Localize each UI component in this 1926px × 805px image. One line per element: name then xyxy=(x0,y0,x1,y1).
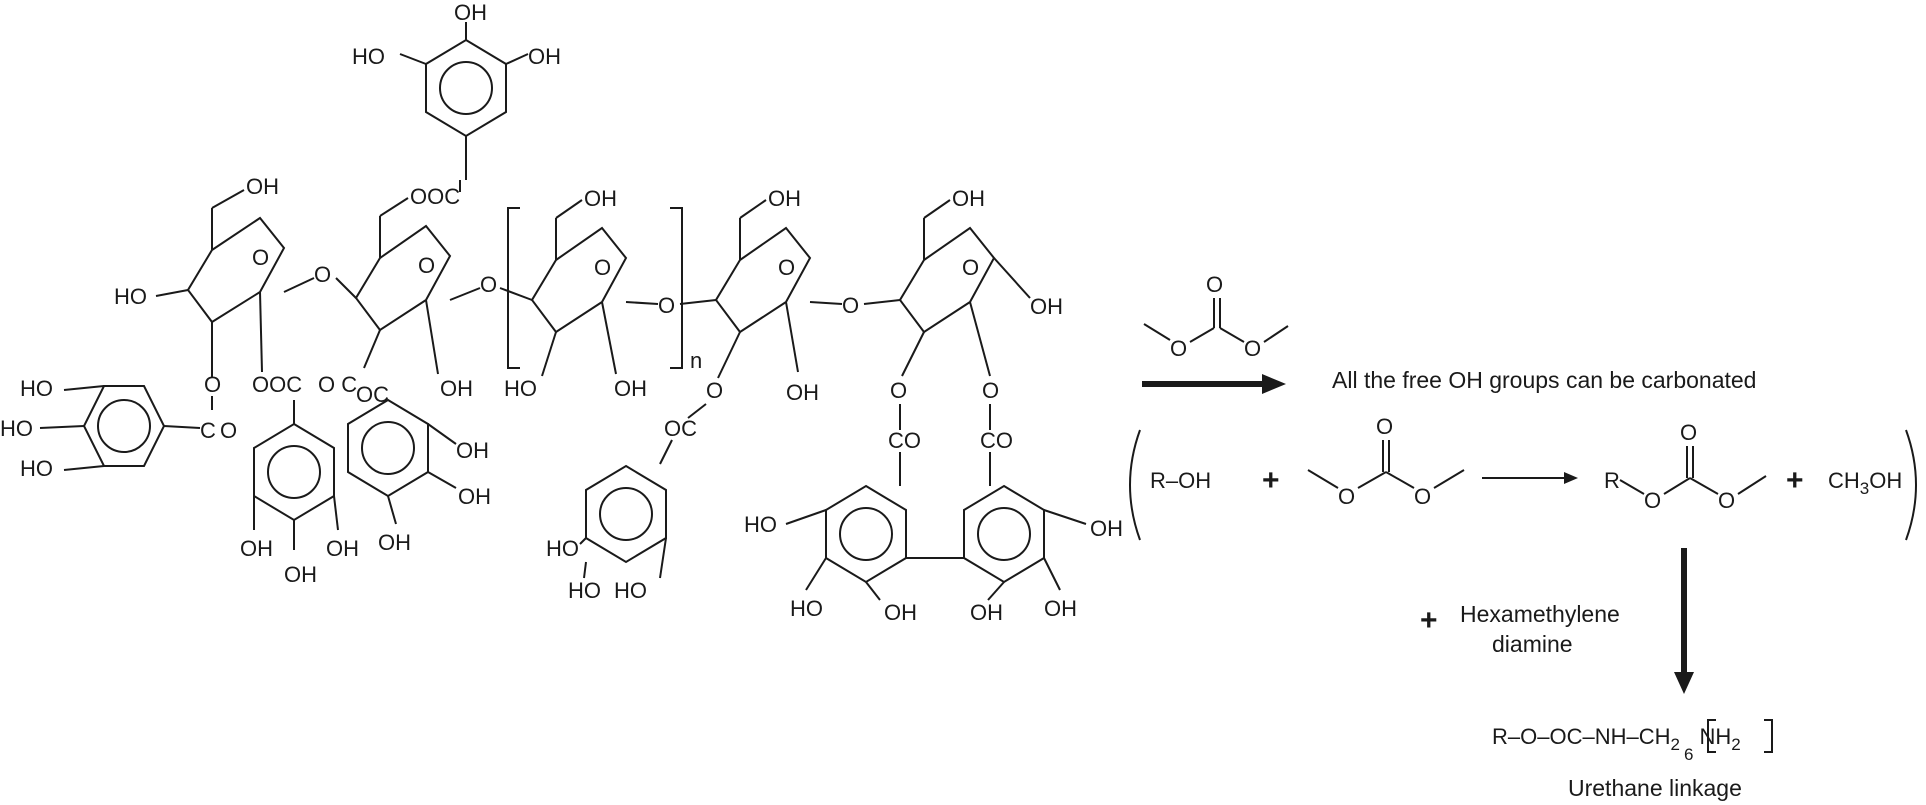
galloyl-group-ring4: O OC HO HO HO xyxy=(546,331,741,603)
ring-oxygen-5: O xyxy=(962,255,979,280)
svg-text:HO: HO xyxy=(546,536,579,561)
svg-text:OH: OH xyxy=(240,536,273,561)
ch2oh-label-4: OH xyxy=(768,186,801,211)
glucose-ring-2 xyxy=(354,224,452,332)
svg-text:O C: O C xyxy=(318,372,357,397)
diamine-plus: + xyxy=(1420,604,1438,637)
repeat-bracket-right xyxy=(670,207,683,369)
svg-text:R: R xyxy=(1604,468,1620,493)
galloyl-group-lower-center-right: O C OC OH OH OH xyxy=(318,329,491,555)
ch2oh-label-5: OH xyxy=(952,186,985,211)
galloyl-group-top: OH OH HO xyxy=(352,0,561,192)
equation-plus-1: + xyxy=(1262,464,1280,497)
svg-text:O: O xyxy=(1376,414,1393,439)
svg-text:OH: OH xyxy=(456,438,489,463)
ring1-oh-label: HO xyxy=(114,284,147,309)
dimethyl-carbonate-reagent: O O O xyxy=(1143,272,1289,361)
svg-text:O: O xyxy=(1338,484,1355,509)
galloyl-group-lower-center-left: OOC OH OH OH xyxy=(240,291,359,587)
ring3-oh-label: OH xyxy=(614,376,647,401)
glycosidic-oxygen-3: O xyxy=(658,293,675,318)
svg-text:OH: OH xyxy=(1044,596,1077,621)
ring-oxygen-1: O xyxy=(252,245,269,270)
equation-plus-2: + xyxy=(1786,464,1804,497)
glucose-ring-3-repeat xyxy=(530,226,628,334)
glycosidic-oxygen-4: O xyxy=(842,293,859,318)
svg-text:CO: CO xyxy=(980,428,1013,453)
svg-text:HO: HO xyxy=(790,596,823,621)
svg-text:OH: OH xyxy=(528,44,561,69)
svg-text:HO: HO xyxy=(744,512,777,537)
ring-oxygen-2: O xyxy=(418,253,435,278)
ch2oh-label-1: OH xyxy=(246,174,279,199)
glucose-ring-5 xyxy=(898,226,996,334)
equation-dimethyl-carbonate: O O O xyxy=(1307,414,1465,509)
svg-text:O: O xyxy=(1680,420,1697,445)
methanol-label: CH3OH xyxy=(1828,468,1902,498)
diamine-label-line1: Hexamethylene xyxy=(1460,601,1620,627)
svg-text:O: O xyxy=(982,378,999,403)
svg-text:O: O xyxy=(1718,488,1735,513)
svg-text:OH: OH xyxy=(326,536,359,561)
svg-text:HO: HO xyxy=(20,456,53,481)
svg-text:HO: HO xyxy=(352,44,385,69)
repeat-bracket-left xyxy=(507,207,520,369)
ooc-label-galloyl-top: OOC xyxy=(410,184,460,209)
svg-text:O: O xyxy=(220,418,237,443)
svg-text:OH: OH xyxy=(884,600,917,625)
glycosidic-oxygen-1: O xyxy=(314,262,331,287)
svg-text:OH: OH xyxy=(1090,516,1123,541)
svg-text:OOC: OOC xyxy=(252,372,302,397)
ring4-oh-label: OH xyxy=(786,380,819,405)
hhdp-group-ring5: O CO O CO HO HO OH OH OH OH xyxy=(744,301,1123,625)
repeat-count-n: n xyxy=(690,348,702,373)
svg-text:O: O xyxy=(1206,272,1223,297)
svg-text:O: O xyxy=(1244,336,1261,361)
urethane-bracket-left xyxy=(1707,719,1716,753)
svg-text:OH: OH xyxy=(284,562,317,587)
carbonation-arrow-label: All the free OH groups can be carbonated xyxy=(1332,367,1756,393)
ring3-ho-label: HO xyxy=(504,376,537,401)
carbonation-arrow xyxy=(1142,374,1286,394)
svg-text:CO: CO xyxy=(888,428,921,453)
svg-text:O: O xyxy=(1170,336,1187,361)
svg-text:O: O xyxy=(1644,488,1661,513)
urethane-bracket-right xyxy=(1764,719,1773,753)
glucose-ring-1 xyxy=(186,216,286,324)
glucose-ring-4 xyxy=(714,226,812,334)
urethane-linkage-caption: Urethane linkage xyxy=(1568,775,1742,801)
ring5-anomeric-oh-label: OH xyxy=(1030,294,1063,319)
svg-text:OH: OH xyxy=(378,530,411,555)
svg-text:HO: HO xyxy=(614,578,647,603)
urethane-formula: R–O–OC–NH–CH26NH2 xyxy=(1492,724,1741,764)
galloyl-group-left: O C O HO HO HO xyxy=(0,322,237,481)
ch2oh-label-3: OH xyxy=(584,186,617,211)
svg-text:O: O xyxy=(706,378,723,403)
diamine-label-line2: diamine xyxy=(1492,631,1573,657)
ring2-oh-label: OH xyxy=(440,376,473,401)
co-label-left: C xyxy=(200,418,216,443)
svg-text:O: O xyxy=(890,378,907,403)
ring-oxygen-3: O xyxy=(594,255,611,280)
svg-text:O: O xyxy=(1414,484,1431,509)
equation-paren-left xyxy=(1129,429,1141,541)
svg-text:HO: HO xyxy=(20,376,53,401)
svg-text:OH: OH xyxy=(458,484,491,509)
urethane-formation-arrow xyxy=(1674,548,1694,694)
equation-arrow xyxy=(1482,472,1578,484)
ring-oxygen-4: O xyxy=(778,255,795,280)
glycosidic-oxygen-2: O xyxy=(480,272,497,297)
svg-text:O: O xyxy=(204,372,221,397)
equation-r-oh: R–OH xyxy=(1150,468,1211,493)
svg-text:HO: HO xyxy=(568,578,601,603)
svg-text:OH: OH xyxy=(454,0,487,25)
equation-paren-right xyxy=(1905,429,1917,541)
equation-methyl-carbonate-product: R O O O xyxy=(1604,420,1767,513)
svg-text:HO: HO xyxy=(0,416,33,441)
svg-text:OH: OH xyxy=(970,600,1003,625)
svg-text:OC: OC xyxy=(664,416,697,441)
